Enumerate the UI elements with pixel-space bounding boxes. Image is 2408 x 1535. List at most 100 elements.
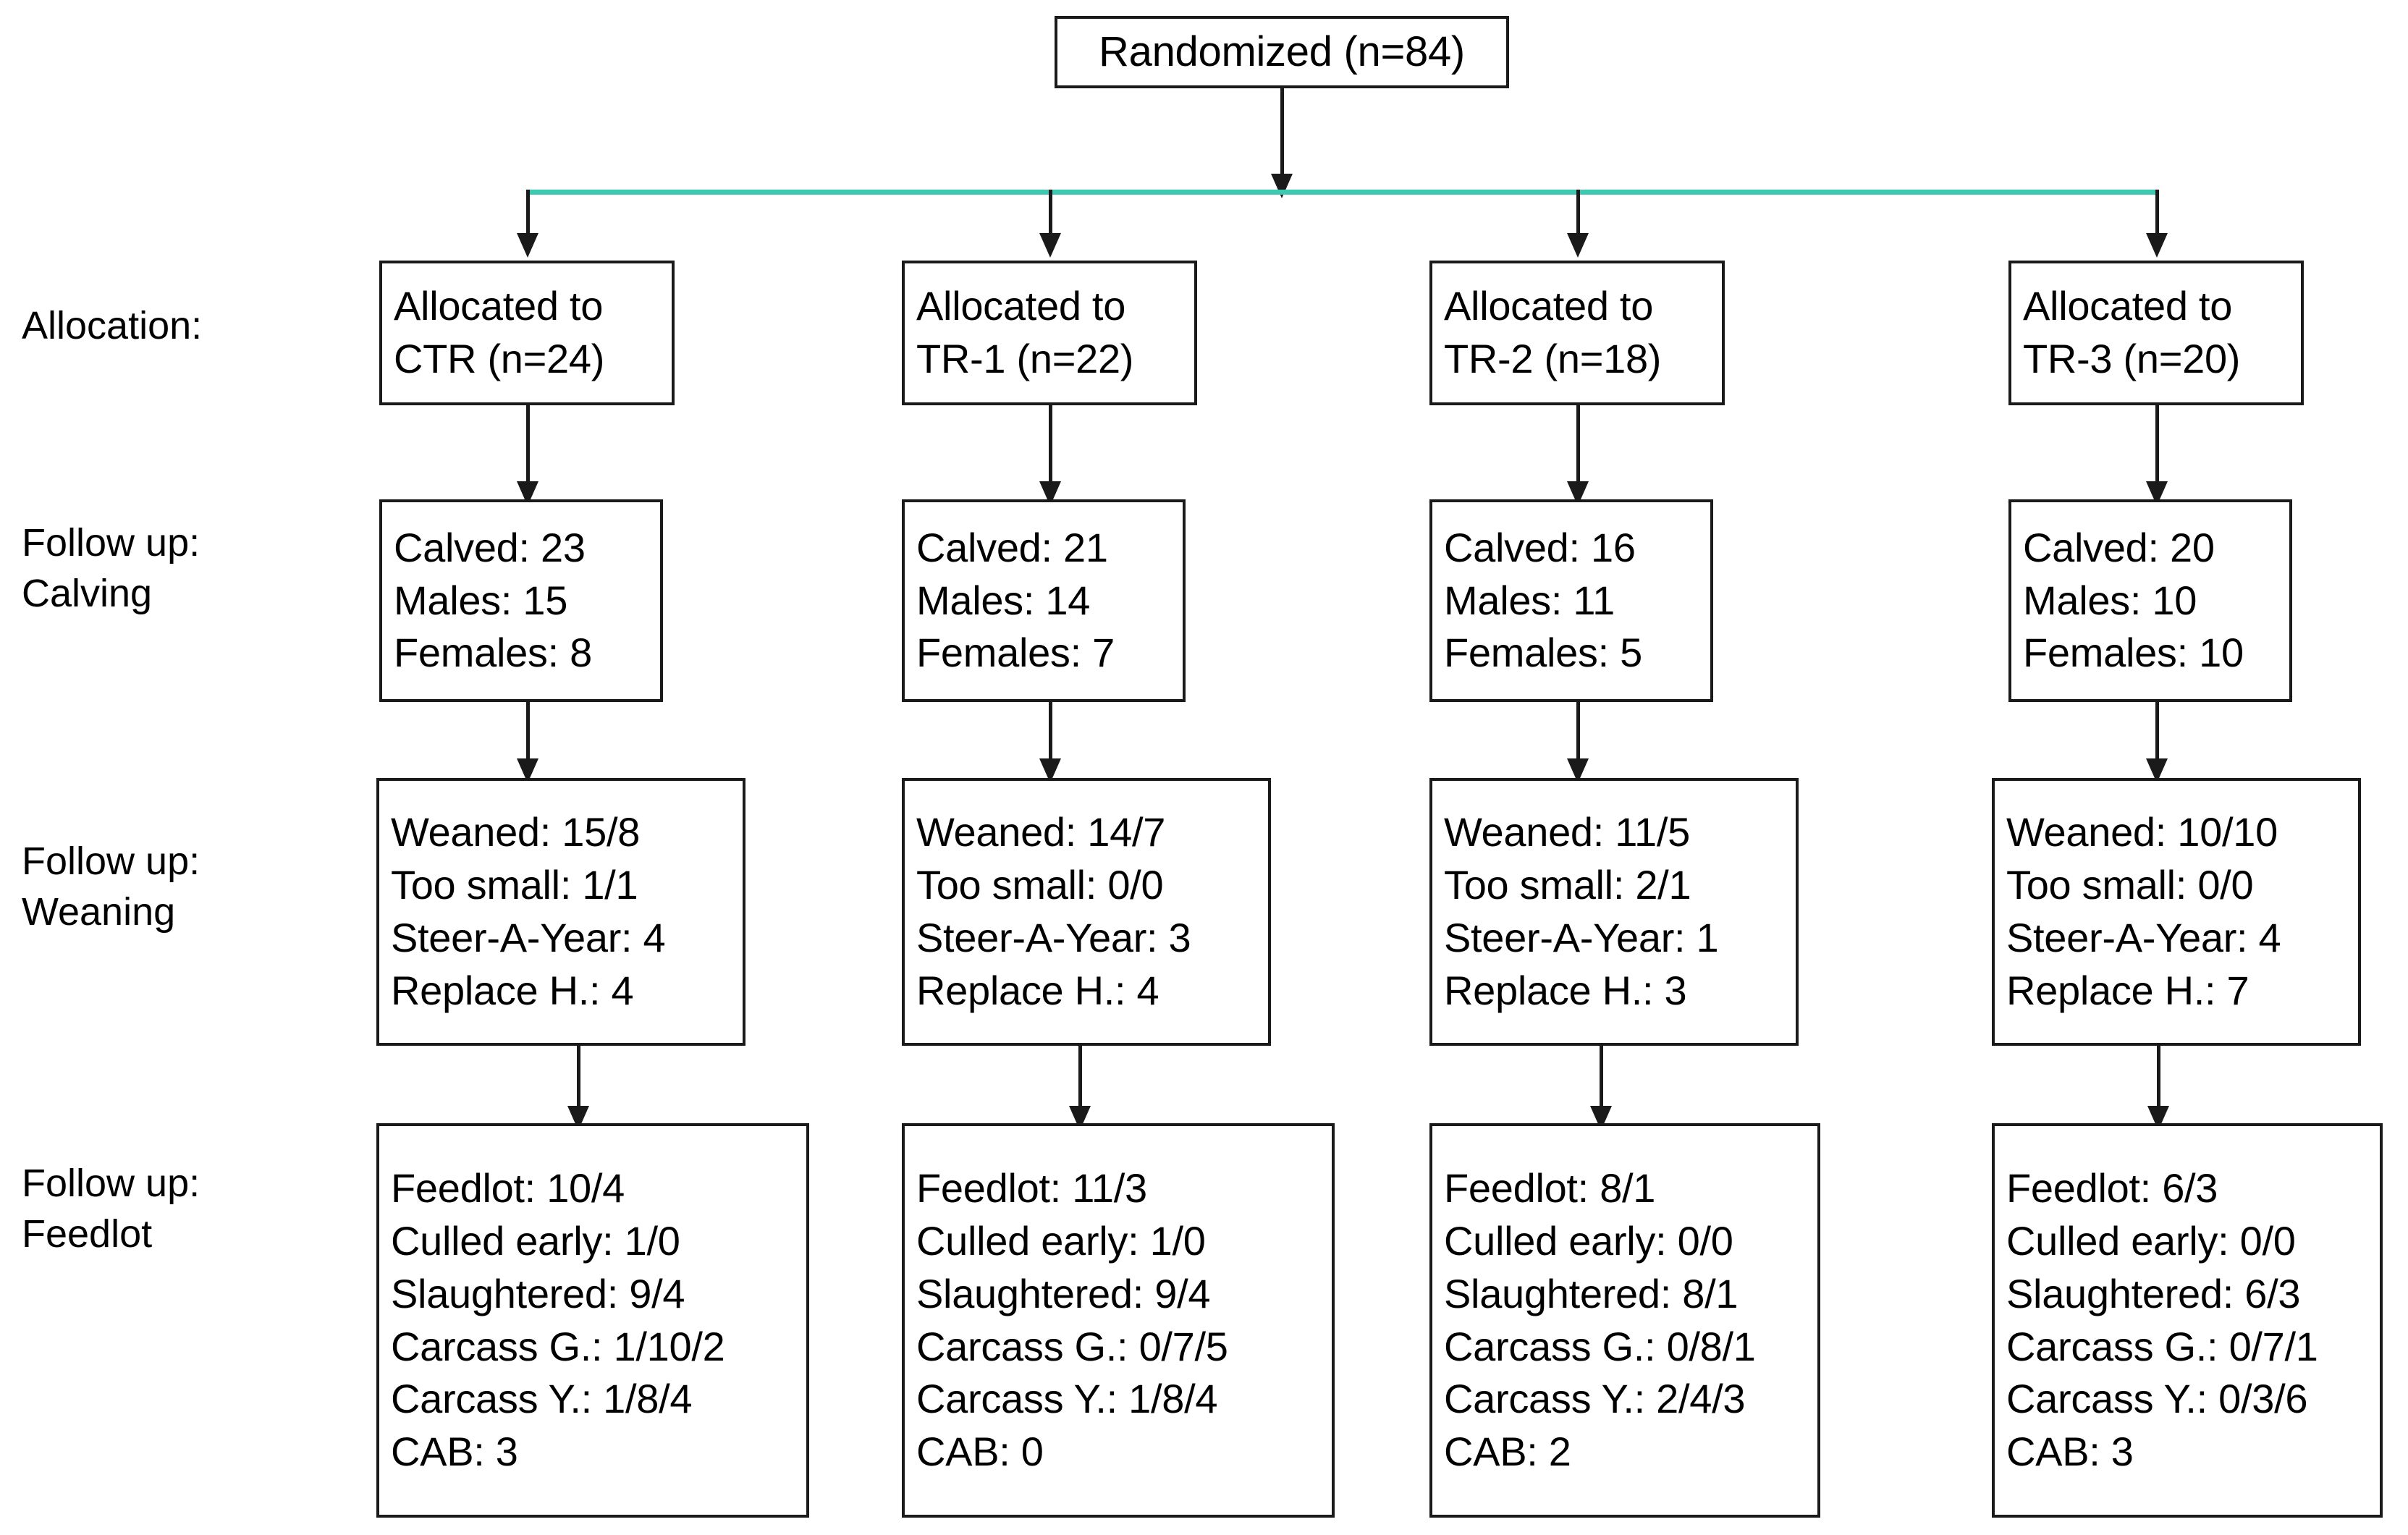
node-calving-tr-2: Calved: 16 Males: 11 Females: 5 [1429, 499, 1713, 702]
node-line: TR-2 (n=18) [1444, 336, 1662, 381]
node-line: Culled early: 1/0 [916, 1217, 1206, 1264]
node-line: Weaned: 14/7 [916, 809, 1166, 855]
node-line: Slaughtered: 6/3 [2006, 1270, 2301, 1316]
node-feedlot-tr-1: Feedlot: 11/3 Culled early: 1/0 Slaughte… [902, 1123, 1335, 1518]
node-line: Calved: 23 [394, 524, 586, 570]
node-line: CAB: 2 [1444, 1429, 1571, 1475]
node-weaning-ctr: Weaned: 15/8 Too small: 1/1 Steer-A-Year… [376, 778, 745, 1046]
stage-label-follow-up-calving: Follow up: Calving [22, 521, 200, 616]
node-line: Too small: 1/1 [391, 862, 638, 908]
node-line: Carcass Y.: 0/3/6 [2006, 1376, 2308, 1422]
node-randomized-label: Randomized (n=84) [1099, 28, 1465, 76]
node-feedlot-ctr: Feedlot: 10/4 Culled early: 1/0 Slaughte… [376, 1123, 809, 1518]
stage-label-allocation: Allocation: [22, 304, 203, 347]
node-calving-ctr: Calved: 23 Males: 15 Females: 8 [379, 499, 663, 702]
node-line: CAB: 3 [391, 1429, 518, 1475]
node-allocation-tr-3: Allocated to TR-3 (n=20) [2008, 261, 2304, 405]
node-line: Feedlot: 11/3 [916, 1165, 1147, 1211]
node-line: Too small: 0/0 [2006, 862, 2254, 908]
node-line: Females: 8 [394, 630, 592, 676]
node-line: TR-1 (n=22) [916, 336, 1134, 381]
connector-tr-2-calving-to-weaning [1576, 702, 1580, 774]
connector-tr-3-weaning-to-feedlot [2157, 1046, 2160, 1122]
connector-ctr-allocation-to-calving [526, 405, 530, 489]
node-line: Steer-A-Year: 4 [2006, 915, 2281, 960]
connector-tr-1-weaning-to-feedlot [1078, 1046, 1082, 1122]
node-line: Calved: 21 [916, 524, 1108, 570]
connector-drop-tr-3 [2155, 190, 2159, 239]
node-line: Allocated to [1444, 283, 1654, 329]
connector-ctr-weaning-to-feedlot [577, 1046, 580, 1122]
node-line: Carcass G.: 0/7/1 [2006, 1323, 2318, 1369]
node-line: Replace H.: 4 [916, 967, 1159, 1013]
connector-drop-arrowhead-tr-1 [1039, 233, 1061, 258]
node-line: Males: 10 [2023, 577, 2197, 623]
node-line: Carcass G.: 0/7/5 [916, 1323, 1228, 1369]
connector-tr-2-allocation-to-calving [1576, 405, 1580, 489]
node-allocation-ctr: Allocated to CTR (n=24) [379, 261, 675, 405]
node-line: Too small: 2/1 [1444, 862, 1691, 908]
node-line: CAB: 3 [2006, 1429, 2134, 1475]
connector-ctr-calving-to-weaning [526, 702, 530, 774]
node-line: Slaughtered: 8/1 [1444, 1270, 1739, 1316]
connector-trunk-vertical [1280, 88, 1284, 186]
connector-split-line [528, 190, 2158, 195]
node-line: Feedlot: 10/4 [391, 1165, 625, 1211]
node-line: Males: 14 [916, 577, 1091, 623]
node-line: Slaughtered: 9/4 [391, 1270, 685, 1316]
stage-label-follow-up-weaning: Follow up: Weaning [22, 840, 200, 934]
node-line: Females: 10 [2023, 630, 2244, 676]
connector-tr-3-allocation-to-calving [2155, 405, 2159, 489]
node-line: Females: 5 [1444, 630, 1642, 676]
node-line: Culled early: 1/0 [391, 1217, 680, 1264]
node-line: Carcass Y.: 1/8/4 [391, 1376, 693, 1422]
node-randomized: Randomized (n=84) [1055, 16, 1509, 88]
node-line: Culled early: 0/0 [2006, 1217, 2296, 1264]
node-line: Feedlot: 6/3 [2006, 1165, 2218, 1211]
node-line: Females: 7 [916, 630, 1115, 676]
node-line: CTR (n=24) [394, 336, 605, 381]
node-line: Males: 11 [1444, 577, 1615, 623]
connector-drop-ctr [526, 190, 530, 239]
node-line: Carcass Y.: 2/4/3 [1444, 1376, 1746, 1422]
node-line: Weaned: 10/10 [2006, 809, 2278, 855]
node-line: Replace H.: 3 [1444, 967, 1687, 1013]
node-line: Calved: 16 [1444, 524, 1636, 570]
connector-drop-tr-1 [1049, 190, 1052, 239]
node-line: Males: 15 [394, 577, 568, 623]
node-line: Allocated to [394, 283, 604, 329]
node-line: Calved: 20 [2023, 524, 2215, 570]
connector-drop-tr-2 [1576, 190, 1580, 239]
connector-tr-3-calving-to-weaning [2155, 702, 2159, 774]
connector-tr-1-calving-to-weaning [1049, 702, 1052, 774]
connector-drop-arrowhead-tr-2 [1567, 233, 1589, 258]
node-line: CAB: 0 [916, 1429, 1044, 1475]
node-line: TR-3 (n=20) [2023, 336, 2241, 381]
node-line: Carcass G.: 0/8/1 [1444, 1323, 1756, 1369]
connector-tr-2-weaning-to-feedlot [1600, 1046, 1603, 1122]
node-line: Weaned: 15/8 [391, 809, 641, 855]
node-line: Weaned: 11/5 [1444, 809, 1690, 855]
node-weaning-tr-3: Weaned: 10/10 Too small: 0/0 Steer-A-Yea… [1992, 778, 2361, 1046]
node-line: Culled early: 0/0 [1444, 1217, 1733, 1264]
node-feedlot-tr-3: Feedlot: 6/3 Culled early: 0/0 Slaughter… [1992, 1123, 2383, 1518]
node-line: Steer-A-Year: 1 [1444, 915, 1719, 960]
stage-label-follow-up-feedlot: Follow up: Feedlot [22, 1162, 200, 1256]
node-line: Carcass Y.: 1/8/4 [916, 1376, 1218, 1422]
node-calving-tr-3: Calved: 20 Males: 10 Females: 10 [2008, 499, 2292, 702]
node-line: Feedlot: 8/1 [1444, 1165, 1656, 1211]
node-calving-tr-1: Calved: 21 Males: 14 Females: 7 [902, 499, 1186, 702]
node-line: Steer-A-Year: 4 [391, 915, 666, 960]
node-line: Steer-A-Year: 3 [916, 915, 1191, 960]
node-allocation-tr-2: Allocated to TR-2 (n=18) [1429, 261, 1725, 405]
node-line: Too small: 0/0 [916, 862, 1164, 908]
node-allocation-tr-1: Allocated to TR-1 (n=22) [902, 261, 1197, 405]
node-weaning-tr-2: Weaned: 11/5 Too small: 2/1 Steer-A-Year… [1429, 778, 1799, 1046]
connector-tr-1-allocation-to-calving [1049, 405, 1052, 489]
node-line: Slaughtered: 9/4 [916, 1270, 1211, 1316]
node-line: Allocated to [2023, 283, 2233, 329]
connector-drop-arrowhead-tr-3 [2146, 233, 2168, 258]
node-line: Allocated to [916, 283, 1126, 329]
node-weaning-tr-1: Weaned: 14/7 Too small: 0/0 Steer-A-Year… [902, 778, 1271, 1046]
